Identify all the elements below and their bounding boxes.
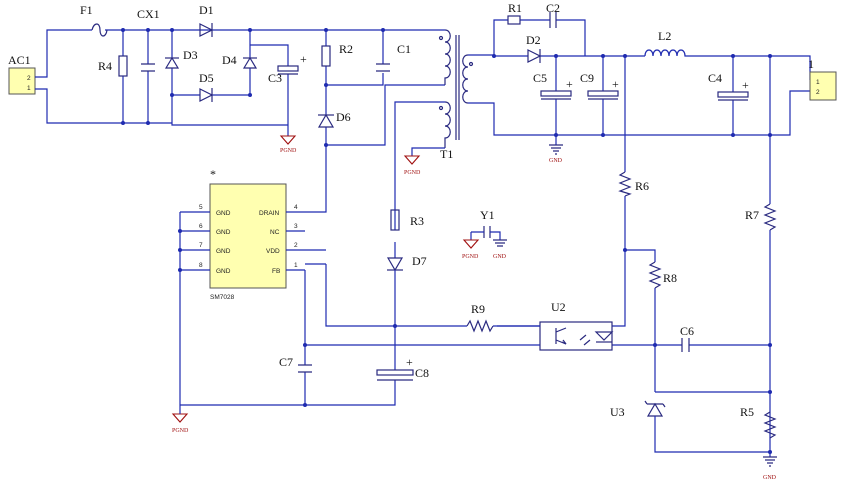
ic-pin-5-name: GND [216, 210, 231, 217]
r5-label: R5 [740, 405, 754, 419]
ic-pin-3-name: NC [270, 229, 280, 236]
r8-label: R8 [663, 271, 677, 285]
t1-label: T1 [440, 147, 453, 161]
ic-pin-6-num: 6 [199, 223, 203, 230]
ic-pin-2-name: VDD [266, 248, 280, 255]
c8-label: C8 [415, 366, 429, 380]
gnd-c5: GND [549, 158, 563, 164]
vdd-supply: R3 D7 + C8 C7 [180, 209, 540, 407]
optocoupler-u2: U2 [497, 300, 614, 351]
ic-pin-1-name: FB [272, 268, 280, 275]
ic-pin-4-name: DRAIN [259, 210, 280, 217]
capacitor-cx1: CX1 [137, 7, 160, 125]
c9-polarity: + [612, 77, 619, 91]
u3-label: U3 [610, 405, 625, 419]
bridge-rectifier: D1 D3 D4 D5 [164, 3, 288, 126]
out-pin-2: 2 [816, 89, 820, 96]
c1-label: C1 [397, 42, 411, 56]
r3-label: R3 [410, 214, 424, 228]
u2-label: U2 [551, 300, 566, 314]
ac1-connector: 2 1 AC1 [8, 53, 36, 95]
r1-label: R1 [508, 1, 522, 15]
ic-star: * [210, 167, 216, 181]
d5-label: D5 [199, 71, 214, 85]
fuse-f1: F1 [80, 3, 108, 37]
c7-label: C7 [279, 355, 293, 369]
c8-polarity: + [406, 355, 413, 369]
snubber: R2 C1 D6 [250, 28, 445, 213]
secondary-rectifier: R1 C2 D2 + C5 GND + C9 L2 + [468, 1, 811, 164]
ac1-pin-2: 2 [27, 75, 31, 82]
gnd-y1: GND [493, 254, 507, 260]
out-connector-label: 1 [808, 57, 814, 71]
pgnd-ic: PGND [172, 428, 189, 434]
ic-pin-1-num: 1 [294, 262, 298, 269]
d6-label: D6 [336, 110, 351, 124]
ac1-label: AC1 [8, 53, 31, 67]
ic-pin-2-num: 2 [294, 242, 298, 249]
l2-label: L2 [658, 29, 671, 43]
pgnd-c3: PGND [280, 148, 297, 154]
d1-label: D1 [199, 3, 214, 17]
r6-label: R6 [635, 179, 649, 193]
c5-polarity: + [566, 77, 573, 91]
d4-label: D4 [222, 53, 237, 67]
out-pin-1: 1 [816, 79, 820, 86]
c4-polarity: + [742, 78, 749, 92]
r2-label: R2 [339, 42, 353, 56]
cx1-label: CX1 [137, 7, 160, 21]
ic-pin-7-num: 7 [199, 242, 203, 249]
y1-label: Y1 [480, 208, 495, 222]
ic-pin-6-name: GND [216, 229, 231, 236]
c5-label: C5 [533, 71, 547, 85]
d3-label: D3 [183, 48, 198, 62]
c6-label: C6 [680, 324, 694, 338]
c2-label: C2 [546, 1, 560, 15]
r4-label: R4 [98, 59, 112, 73]
c3-polarity: + [300, 52, 307, 66]
ic-pin-7-name: GND [216, 248, 231, 255]
gnd-r5: GND [763, 475, 777, 481]
input-wiring [35, 29, 250, 124]
capacitor-c3: + C3 PGND [250, 44, 307, 154]
c4-label: C4 [708, 71, 722, 85]
d2-label: D2 [526, 33, 541, 47]
output-connector: 1 2 1 [808, 57, 837, 101]
feedback-network: R6 R7 R8 C6 U3 R5 GND [610, 56, 777, 481]
ic-pin-5-num: 5 [199, 204, 203, 211]
d7-label: D7 [412, 254, 427, 268]
pgnd-y1: PGND [462, 254, 479, 260]
pgnd-t1: PGND [404, 170, 421, 176]
controller-ic: * 5 6 7 8 GND GND GND GND 4 3 2 1 DRAIN … [171, 167, 305, 434]
transformer-t1: PGND T1 [394, 29, 474, 210]
ac1-pin-1: 1 [27, 85, 31, 92]
resistor-r4: R4 [98, 28, 128, 125]
capacitor-y1: Y1 PGND GND [462, 208, 507, 260]
ic-part-number: SM7028 [210, 294, 235, 301]
c9-label: C9 [580, 71, 594, 85]
ic-pin-4-num: 4 [294, 204, 298, 211]
ic-pin-8-name: GND [216, 268, 231, 275]
resistor-r9: R9 [305, 263, 540, 333]
c3-label: C3 [268, 71, 282, 85]
ic-pin-3-num: 3 [294, 223, 298, 230]
f1-label: F1 [80, 3, 93, 17]
r7-label: R7 [745, 208, 759, 222]
ic-pin-8-num: 8 [199, 262, 203, 269]
r9-label: R9 [471, 302, 485, 316]
